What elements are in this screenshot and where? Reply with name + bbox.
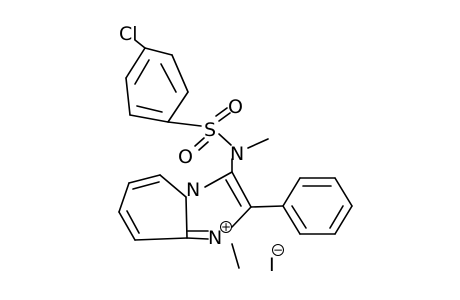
positive-charge-label: + bbox=[221, 220, 231, 234]
pyridine-ring bbox=[118, 174, 188, 241]
phenyl-ring bbox=[282, 177, 353, 235]
cl-bond bbox=[134, 39, 146, 49]
oxygen-bottom-label: O bbox=[178, 146, 193, 168]
sulfur-label: S bbox=[204, 119, 216, 141]
ring-sulfur-bond bbox=[167, 121, 202, 127]
negative-charge-label: − bbox=[273, 243, 283, 257]
chlorine-label: Cl bbox=[119, 23, 138, 45]
chlorophenyl-ring bbox=[125, 47, 189, 123]
positive-charge: + bbox=[220, 220, 232, 234]
oxygen-top-label: O bbox=[228, 96, 243, 118]
bridgehead-nitrogen-label: N bbox=[186, 179, 200, 201]
phenyl-attach-bond bbox=[250, 205, 284, 208]
n-methyl-bond bbox=[247, 138, 269, 149]
imidazolium-ring bbox=[185, 171, 252, 240]
iodine-label: I bbox=[269, 254, 275, 276]
n1-methyl-bond bbox=[231, 243, 240, 269]
negative-charge: − bbox=[272, 243, 284, 257]
imidazolium-nitrogen-label: N bbox=[208, 227, 222, 249]
sulfonyl-group bbox=[194, 107, 232, 151]
sulfonamide-nitrogen-label: N bbox=[230, 143, 244, 165]
